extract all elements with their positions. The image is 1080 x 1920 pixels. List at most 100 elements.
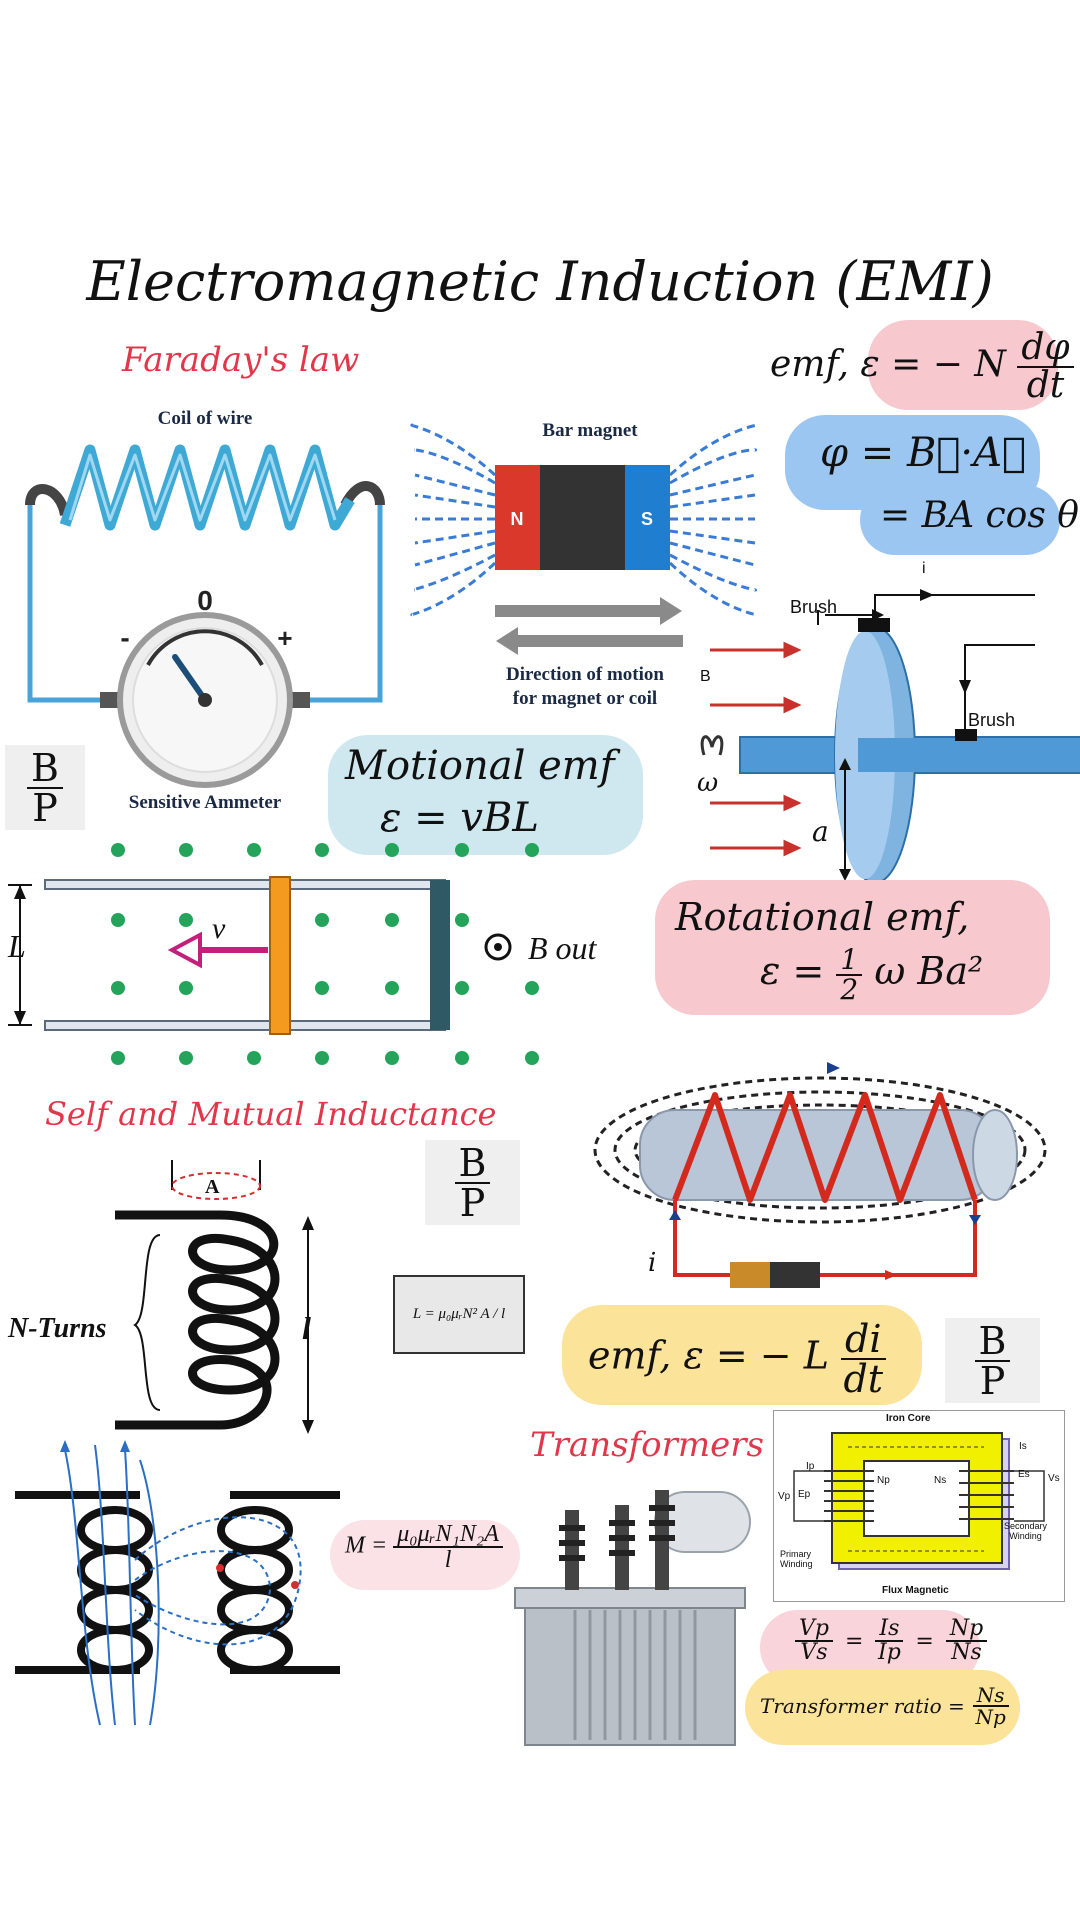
brush-top-label: Brush [790, 597, 838, 617]
ratio-vs: Vs [800, 1640, 828, 1665]
rail-bottom [44, 1020, 446, 1031]
area-label: A [205, 1176, 220, 1198]
velocity-label: v [212, 912, 226, 945]
rotational-lhs: ε = [760, 949, 825, 993]
self-mutual-heading: Self and Mutual Inductance [45, 1095, 497, 1133]
highlight-blue-2 [860, 485, 1060, 555]
solenoid-diagram [115, 1160, 314, 1434]
field-out-text: B out [528, 930, 597, 966]
highlight-teal [328, 735, 643, 855]
secondary-winding-label: Secondary Winding [1004, 1521, 1047, 1541]
ratio-eq-2: = [915, 1628, 934, 1654]
rail-end [430, 880, 450, 1030]
coil-of-wire [25, 444, 385, 531]
mutual-num: μ₀μᵣN₁N₂A [393, 1522, 503, 1548]
solenoid-length-label: l [302, 1310, 311, 1346]
motional-diagram [8, 843, 539, 1065]
highlight-yellow-1 [562, 1305, 922, 1405]
vs-label: Vs [1048, 1473, 1060, 1484]
primary-winding-label: Primary Winding [780, 1549, 813, 1569]
winding [672, 1092, 978, 1203]
sliding-rod [269, 876, 291, 1035]
omega-label: ω [697, 768, 719, 798]
watermark-2-num: B [454, 1144, 491, 1184]
highlight-pink-2 [655, 880, 1050, 1015]
flux-magnetic-label: Flux Magnetic [882, 1585, 949, 1596]
highlight-yellow-2 [745, 1670, 1020, 1745]
circuit-wire-right [300, 500, 383, 703]
sensitive-ammeter [100, 612, 310, 788]
brush-right-label: Brush [968, 710, 1016, 730]
mutual-flux-lines [64, 1444, 160, 1726]
es-label: Es [1018, 1469, 1030, 1480]
current-label-solenoid: i [648, 1248, 657, 1278]
flux-formula: φ = B⃗·A⃗ [820, 430, 1026, 476]
vp-label: Vp [778, 1491, 791, 1502]
emf-faraday-den: dt [1026, 365, 1065, 406]
iron-core-solenoid [593, 1062, 1047, 1288]
highlight-pink-3 [330, 1520, 520, 1590]
motion-label-line2: for magnet or coil [512, 688, 658, 709]
primary-winding-line2: Winding [780, 1559, 813, 1569]
motional-emf-line2: ε = vBL [380, 795, 539, 841]
ratio-np: Np [945, 1618, 988, 1642]
bar-magnet [495, 465, 670, 570]
motion-arrows [495, 597, 683, 655]
magnet-label: Bar magnet [542, 420, 638, 441]
is-label: Is [1019, 1441, 1027, 1452]
inductance-formula-box: L = μ₀μᵣN² A / l [393, 1275, 525, 1354]
magnetic-field-lines [410, 423, 758, 617]
flux-cos-formula: = BA cos θ [880, 495, 1079, 536]
ratio-vp: Vp [795, 1618, 833, 1642]
faraday-diagram: 0 - + N S [25, 423, 758, 788]
secondary-winding [959, 1470, 1014, 1520]
field-dots [111, 843, 539, 1065]
solenoid-coil [115, 1210, 280, 1430]
primary-winding [824, 1470, 874, 1522]
ratio-eq-1: = [844, 1628, 864, 1654]
secondary-winding-line1: Secondary [1004, 1521, 1048, 1531]
primary-coil [77, 1506, 153, 1674]
watermark-2-den: P [459, 1180, 486, 1225]
highlight-pink [868, 320, 1058, 410]
ep-label: Ep [798, 1489, 811, 1500]
ammeter-minus: - [120, 622, 129, 653]
faraday-heading: Faraday's law [122, 340, 360, 380]
emf-faraday-lhs: emf, ε = − N [770, 344, 1006, 385]
trans-ratio-lhs: Transformer ratio = [760, 1694, 965, 1718]
motion-label-line1: Direction of motion [506, 664, 664, 685]
page-title: Electromagnetic Induction (EMI) [86, 250, 994, 313]
secondary-winding-line2: Winding [1009, 1531, 1042, 1541]
circuit-wire-left [27, 500, 115, 703]
mutual-lhs: M = [345, 1532, 388, 1559]
field-arrows-rotational [710, 641, 802, 857]
rotational-den: 2 [840, 972, 859, 1006]
motional-emf-formula: Motional emf ε = vBL [345, 740, 615, 844]
radius-label: a [812, 815, 829, 848]
coil-label: Coil of wire [157, 408, 253, 429]
battery [730, 1262, 820, 1288]
magnet-north: N [511, 509, 524, 529]
ns-label: Ns [934, 1475, 947, 1486]
ammeter-plus: + [277, 623, 292, 653]
length-label: L [8, 928, 26, 964]
motional-emf-line1: Motional emf [345, 743, 615, 789]
rotational-num: 1 [836, 945, 863, 976]
ratio-ip: Ip [878, 1640, 901, 1665]
rotational-rhs: ω Ba² [874, 949, 984, 993]
field-label-rotational: B [700, 668, 711, 685]
brush-right [955, 729, 977, 741]
